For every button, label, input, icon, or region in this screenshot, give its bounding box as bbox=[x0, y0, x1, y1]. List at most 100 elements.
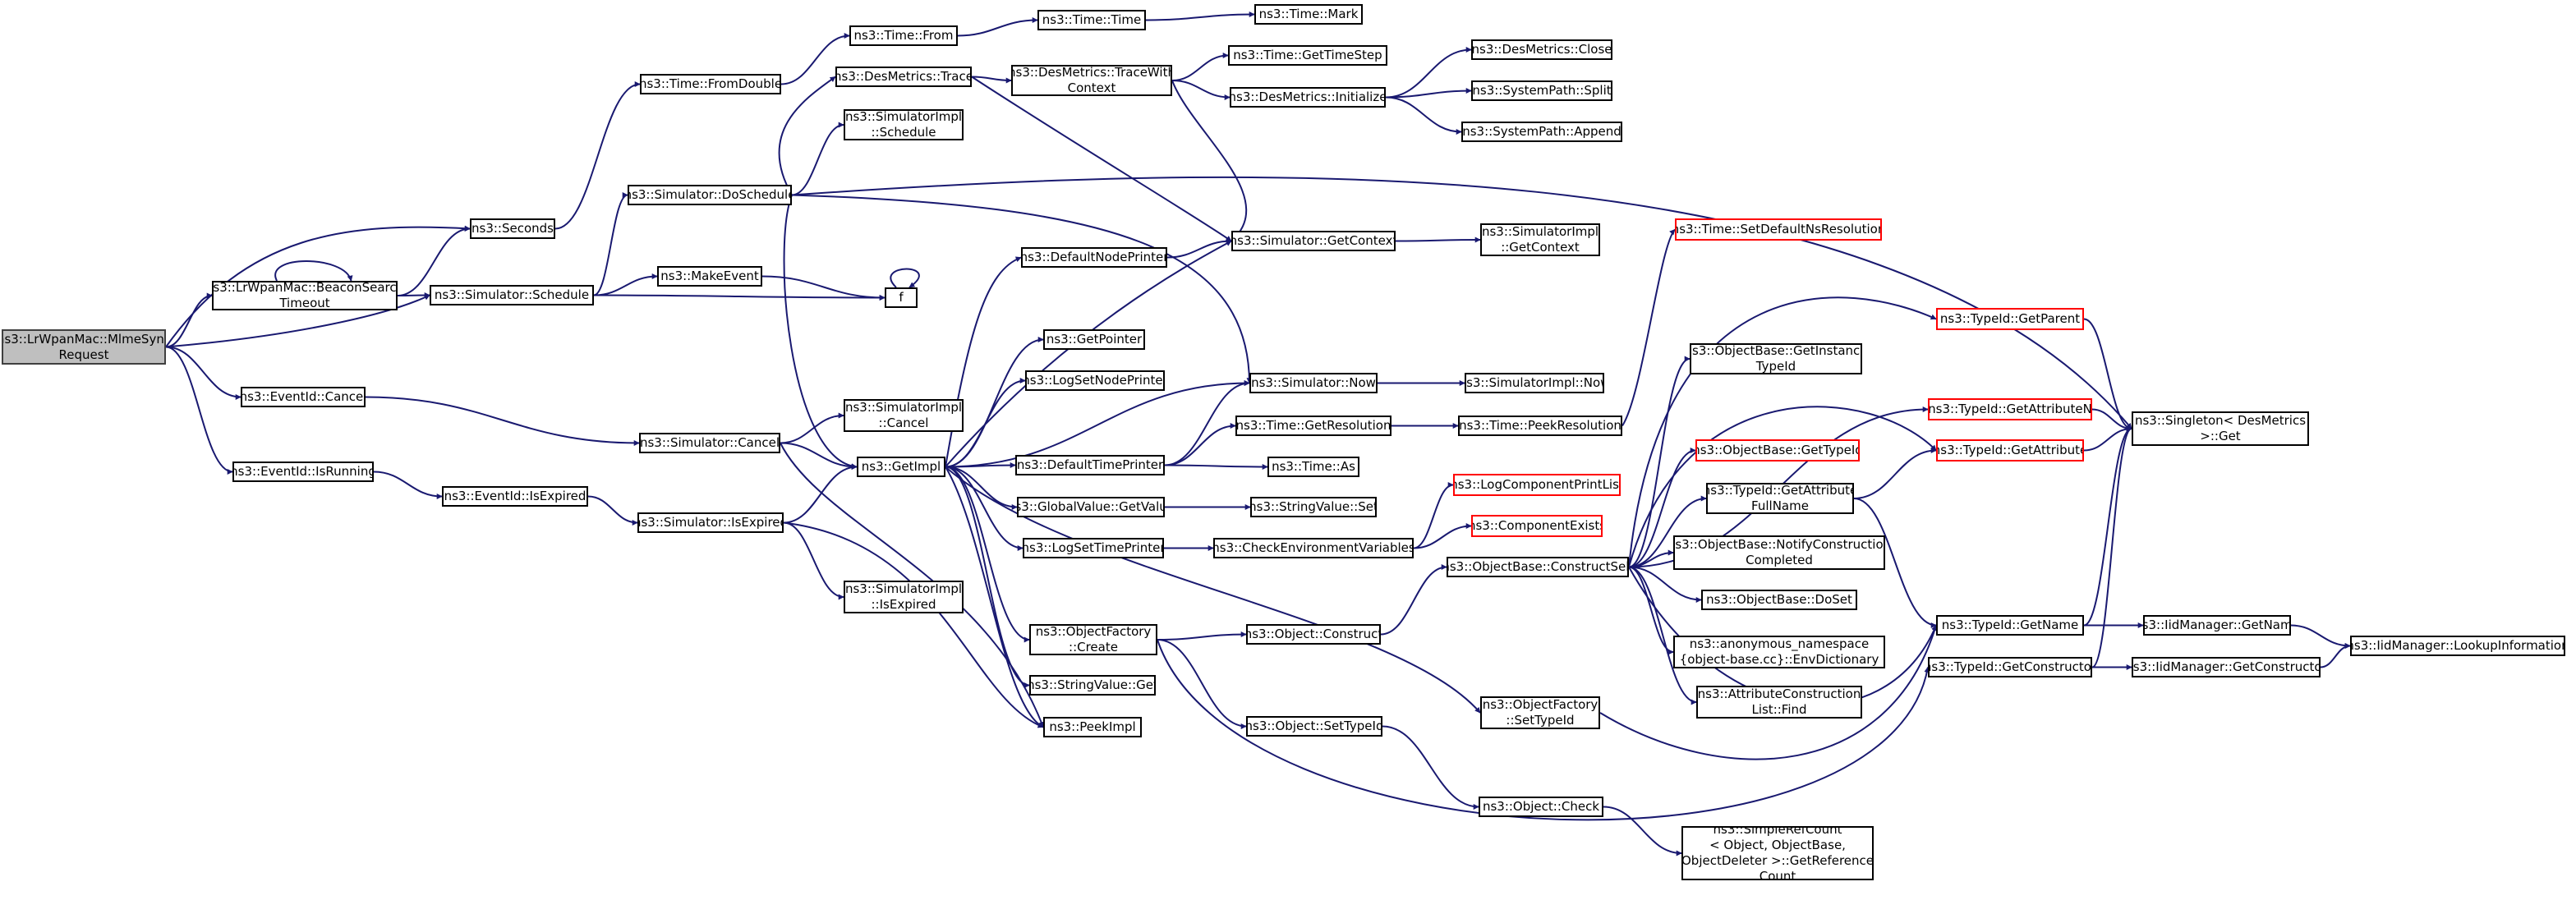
node-label-line: ns3::LrWpanMac::MlmeSync bbox=[2, 331, 166, 347]
node-label-line: ns3::SimulatorImpl bbox=[844, 400, 963, 415]
node-iidgetname[interactable]: ns3::IidManager::GetName bbox=[2143, 615, 2291, 636]
node-gettimestep[interactable]: ns3::Time::GetTimeStep bbox=[1228, 45, 1387, 66]
node-label-line: ns3::ObjectBase::GetInstance bbox=[1690, 343, 1862, 358]
node-globalvalueget[interactable]: ns3::GlobalValue::GetValue bbox=[1017, 497, 1165, 517]
node-defaulttimeprinter[interactable]: ns3::DefaultTimePrinter bbox=[1015, 455, 1165, 475]
node-objectfactorycreate[interactable]: ns3::ObjectFactory::Create bbox=[1029, 624, 1157, 655]
node-desinit[interactable]: ns3::DesMetrics::Initialize bbox=[1230, 87, 1386, 108]
node-label-line: ns3::Time::PeekResolution bbox=[1459, 418, 1622, 433]
node-pathsplit[interactable]: ns3::SystemPath::Split bbox=[1471, 80, 1612, 101]
edge-constructself-to-getparent bbox=[1628, 296, 1937, 567]
node-f[interactable]: f bbox=[885, 287, 918, 308]
node-getcontext[interactable]: ns3::Simulator::GetContext bbox=[1231, 231, 1396, 251]
node-label-line: ns3::Time::From bbox=[853, 28, 954, 43]
node-gettypeid[interactable]: ns3::ObjectBase::GetTypeId bbox=[1695, 439, 1860, 462]
node-iidgetconstructor[interactable]: ns3::IidManager::GetConstructor bbox=[2132, 657, 2321, 677]
node-label-line: ns3::EventId::IsExpired bbox=[444, 489, 586, 503]
node-stringvalueset[interactable]: ns3::StringValue::Set bbox=[1250, 497, 1377, 517]
node-stringvalueget[interactable]: ns3::StringValue::Get bbox=[1029, 675, 1156, 696]
edge-eventisexpired-to-simisexpired bbox=[587, 495, 638, 526]
node-label-line: ns3::anonymous_namespace bbox=[1689, 636, 1870, 651]
node-getimpl[interactable]: ns3::GetImpl bbox=[857, 457, 945, 477]
node-simcancel[interactable]: ns3::Simulator::Cancel bbox=[639, 433, 780, 453]
node-singletonget[interactable]: ns3::Singleton< DesMetrics >::Get bbox=[2132, 411, 2309, 446]
edge-root-to-eventcancel bbox=[165, 346, 242, 400]
node-checkenv[interactable]: ns3::CheckEnvironmentVariables bbox=[1213, 538, 1414, 558]
node-label-line: ns3::SimulatorImpl::Now bbox=[1465, 375, 1604, 390]
node-label-line: ns3::SystemPath::Append bbox=[1462, 124, 1622, 139]
node-label-line: ns3::SimulatorImpl bbox=[1481, 224, 1599, 239]
node-implnow[interactable]: ns3::SimulatorImpl::Now bbox=[1465, 373, 1604, 393]
edge-iidgetconstructor-to-lookupinformation bbox=[2320, 643, 2351, 668]
node-factorysettypeid[interactable]: ns3::ObjectFactory::SetTypeId bbox=[1480, 696, 1600, 729]
node-simisexpired[interactable]: ns3::Simulator::IsExpired bbox=[637, 512, 784, 533]
node-constructself[interactable]: ns3::ObjectBase::ConstructSelf bbox=[1447, 557, 1629, 577]
node-getattribute[interactable]: ns3::TypeId::GetAttribute bbox=[1936, 439, 2084, 462]
node-objectsettypeid[interactable]: ns3::Object::SetTypeId bbox=[1246, 716, 1382, 737]
node-defaultnodeprinter[interactable]: ns3::DefaultNodePrinter bbox=[1021, 247, 1167, 268]
node-lookupinformation[interactable]: ns3::IidManager::LookupInformation bbox=[2350, 636, 2565, 656]
edge-objectcheck-to-simplerefcount bbox=[1603, 806, 1682, 856]
node-componentexists[interactable]: ns3::ComponentExists bbox=[1471, 515, 1603, 537]
node-getconstructor[interactable]: ns3::TypeId::GetConstructor bbox=[1928, 657, 2092, 677]
edge-schedule-to-f bbox=[593, 294, 886, 301]
node-doschedule[interactable]: ns3::Simulator::DoSchedule bbox=[628, 185, 792, 205]
node-timeas[interactable]: ns3::Time::As bbox=[1267, 457, 1359, 477]
node-timemark[interactable]: ns3::Time::Mark bbox=[1254, 4, 1363, 25]
node-schedule[interactable]: ns3::Simulator::Schedule bbox=[430, 285, 594, 305]
node-setdefaultns[interactable]: ns3::Time::SetDefaultNsResolution bbox=[1675, 218, 1882, 241]
node-getattributen[interactable]: ns3::TypeId::GetAttributeN bbox=[1928, 398, 2092, 420]
node-implcancel[interactable]: ns3::SimulatorImpl::Cancel bbox=[844, 399, 964, 432]
edge-doschedule-to-getimpl bbox=[783, 195, 858, 470]
node-simnow[interactable]: ns3::Simulator::Now bbox=[1249, 373, 1378, 393]
node-peekresolution[interactable]: ns3::Time::PeekResolution bbox=[1458, 416, 1622, 436]
node-getresolution[interactable]: ns3::Time::GetResolution bbox=[1235, 416, 1392, 436]
edge-getparent-to-singletonget bbox=[2083, 318, 2132, 432]
node-simplerefcount[interactable]: ns3::SimpleRefCount< Object, ObjectBase,… bbox=[1681, 826, 1874, 880]
node-eventcancel[interactable]: ns3::EventId::Cancel bbox=[241, 387, 366, 407]
node-logsettimeprinter[interactable]: ns3::LogSetTimePrinter bbox=[1023, 538, 1164, 558]
node-getparent[interactable]: ns3::TypeId::GetParent bbox=[1936, 308, 2084, 330]
edge-f-to-f bbox=[890, 268, 920, 288]
edge-fromdouble-to-timefrom bbox=[780, 33, 850, 85]
node-label-line: Completed bbox=[1746, 553, 1813, 567]
node-desmetricstrace[interactable]: ns3::DesMetrics::Trace bbox=[835, 67, 972, 87]
node-desclose[interactable]: ns3::DesMetrics::Close bbox=[1471, 39, 1612, 60]
node-peekimpl[interactable]: ns3::PeekImpl bbox=[1043, 717, 1142, 737]
node-timetime[interactable]: ns3::Time::Time bbox=[1037, 10, 1146, 30]
node-implschedule[interactable]: ns3::SimulatorImpl::Schedule bbox=[844, 109, 964, 140]
node-implisexpired[interactable]: ns3::SimulatorImpl::IsExpired bbox=[844, 581, 964, 613]
edge-simisexpired-to-peekimpl bbox=[783, 521, 1044, 728]
node-timefrom[interactable]: ns3::Time::From bbox=[849, 25, 958, 46]
node-logsetnodeprinter[interactable]: ns3::LogSetNodePrinter bbox=[1025, 370, 1165, 391]
node-pathappend[interactable]: ns3::SystemPath::Append bbox=[1461, 122, 1622, 142]
node-logcomponentprintlist[interactable]: ns3::LogComponentPrintList bbox=[1453, 474, 1621, 496]
node-isrunning[interactable]: ns3::EventId::IsRunning bbox=[232, 462, 374, 482]
node-implgetcontext[interactable]: ns3::SimulatorImpl::GetContext bbox=[1480, 223, 1600, 256]
node-label-line: ns3::EventId::IsRunning bbox=[232, 464, 374, 479]
node-objectconstruct[interactable]: ns3::Object::Construct bbox=[1246, 624, 1381, 645]
node-label-line: Context bbox=[1067, 80, 1116, 95]
node-label-line: ns3::IidManager::GetName bbox=[2143, 618, 2289, 632]
node-fromdouble[interactable]: ns3::Time::FromDouble bbox=[640, 74, 781, 94]
node-label-line: ::GetContext bbox=[1501, 240, 1580, 255]
node-typeidgetname[interactable]: ns3::TypeId::GetName bbox=[1936, 615, 2084, 636]
node-label-line: ns3::Simulator::DoSchedule bbox=[628, 187, 792, 202]
node-seconds[interactable]: ns3::Seconds bbox=[470, 218, 555, 239]
node-envdictionary[interactable]: ns3::anonymous_namespace{object-base.cc}… bbox=[1673, 636, 1885, 668]
edge-getattributefullname-to-getattribute bbox=[1853, 448, 1937, 499]
node-eventisexpired[interactable]: ns3::EventId::IsExpired bbox=[442, 486, 588, 507]
node-doset[interactable]: ns3::ObjectBase::DoSet bbox=[1701, 590, 1857, 610]
node-makeevent[interactable]: ns3::MakeEvent bbox=[657, 266, 762, 287]
node-getpointer[interactable]: ns3::GetPointer bbox=[1043, 329, 1145, 350]
node-label-line: ns3::SimpleRefCount bbox=[1713, 826, 1842, 837]
node-objectcheck[interactable]: ns3::Object::Check bbox=[1479, 797, 1603, 817]
